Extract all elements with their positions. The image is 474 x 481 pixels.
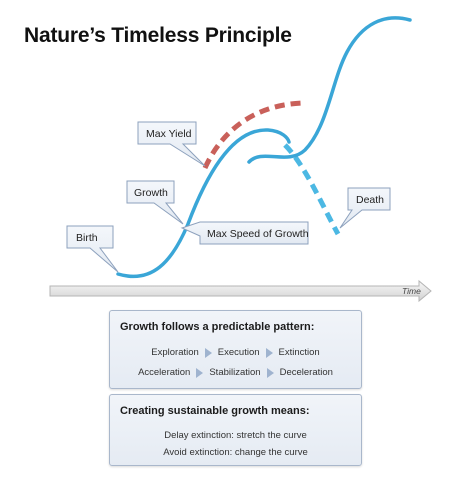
- growth-pattern-heading: Growth follows a predictable pattern:: [120, 321, 315, 333]
- callout-birth-label: Birth: [76, 232, 98, 244]
- phase-row-2: Acceleration Stabilization Deceleration: [110, 367, 361, 378]
- time-axis: Time: [49, 279, 432, 303]
- second-s-curve: [247, 16, 412, 164]
- phase-exploration: Exploration: [151, 347, 199, 358]
- sustainable-growth-heading: Creating sustainable growth means:: [120, 405, 310, 417]
- phase-deceleration: Deceleration: [279, 367, 333, 378]
- death-dashed-curve: [283, 143, 341, 236]
- arrow-right-icon: [266, 367, 274, 378]
- callout-max-speed-label: Max Speed of Growth: [207, 228, 309, 240]
- arrow-right-icon: [265, 347, 273, 358]
- callout-max-yield-label: Max Yield: [146, 128, 192, 140]
- diagram-title: Nature’s Timeless Principle: [24, 24, 292, 47]
- sustainable-growth-panel: Creating sustainable growth means: Delay…: [109, 394, 362, 466]
- callout-max-yield: Max Yield: [137, 121, 206, 167]
- phase-stabilization: Stabilization: [209, 367, 261, 378]
- callout-birth: Birth: [66, 225, 119, 273]
- callout-death: Death: [339, 187, 391, 229]
- phase-acceleration: Acceleration: [138, 367, 191, 378]
- growth-pattern-panel: Growth follows a predictable pattern: Ex…: [109, 310, 362, 389]
- callout-death-label: Death: [356, 194, 384, 206]
- time-axis-label: Time: [402, 286, 421, 296]
- callout-growth: Growth: [126, 180, 184, 225]
- avoid-extinction-line: Avoid extinction: change the curve: [163, 447, 308, 458]
- callout-max-speed: Max Speed of Growth: [180, 221, 309, 245]
- first-s-curve: [116, 128, 291, 279]
- callout-growth-label: Growth: [134, 187, 168, 199]
- phase-execution: Execution: [217, 347, 260, 358]
- arrow-right-icon: [204, 347, 212, 358]
- phase-row-1: Exploration Execution Extinction: [110, 347, 361, 358]
- phase-extinction: Extinction: [278, 347, 320, 358]
- arrow-right-icon: [196, 367, 204, 378]
- delay-extinction-line: Delay extinction: stretch the curve: [164, 430, 307, 441]
